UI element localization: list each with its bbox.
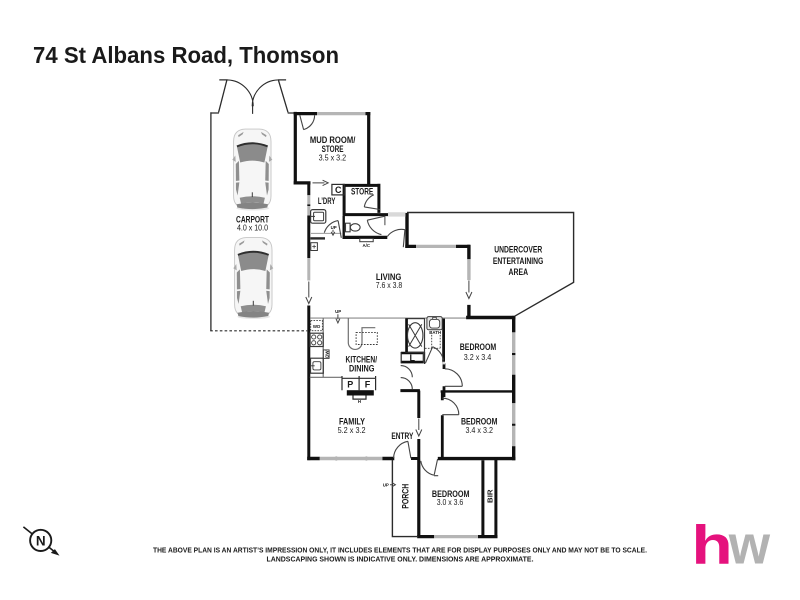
- svg-text:3.5 x 3.2: 3.5 x 3.2: [319, 154, 347, 163]
- svg-text:L’DRY: L’DRY: [318, 196, 336, 206]
- svg-text:4.0 x 10.0: 4.0 x 10.0: [237, 223, 268, 232]
- svg-text:LANDSCAPING SHOWN IS INDICATIV: LANDSCAPING SHOWN IS INDICATIVE ONLY. DI…: [267, 556, 534, 563]
- svg-text:3.4 x 3.2: 3.4 x 3.2: [465, 426, 493, 435]
- svg-text:KITCHEN/: KITCHEN/: [346, 354, 378, 364]
- svg-text:BIR: BIR: [486, 489, 495, 503]
- svg-text:7.6 x 3.8: 7.6 x 3.8: [376, 281, 403, 290]
- svg-text:ENTRY: ENTRY: [391, 431, 413, 441]
- svg-text:DINING: DINING: [349, 364, 375, 374]
- svg-text:UP: UP: [383, 483, 389, 488]
- svg-text:CARPORT: CARPORT: [236, 214, 269, 224]
- svg-text:LIVING: LIVING: [376, 272, 402, 282]
- svg-text:ENTERTAINING: ENTERTAINING: [493, 256, 544, 266]
- svg-text:N: N: [36, 533, 46, 548]
- svg-text:STORE: STORE: [322, 144, 344, 154]
- svg-text:h: h: [691, 515, 732, 576]
- svg-text:UP: UP: [331, 225, 337, 230]
- svg-text:STORE: STORE: [351, 186, 373, 196]
- svg-text:3.0 x 3.6: 3.0 x 3.6: [437, 498, 464, 507]
- svg-text:BEDROOM: BEDROOM: [461, 416, 498, 426]
- svg-text:5.2 x 3.2: 5.2 x 3.2: [338, 426, 367, 435]
- svg-text:UNDERCOVER: UNDERCOVER: [494, 245, 542, 255]
- svg-text:P: P: [347, 380, 353, 390]
- svg-text:DW: DW: [325, 350, 330, 358]
- svg-text:FAMILY: FAMILY: [339, 416, 365, 426]
- svg-text:H: H: [358, 399, 361, 404]
- svg-text:THE ABOVE PLAN IS AN ARTIST’S: THE ABOVE PLAN IS AN ARTIST’S IMPRESSION…: [153, 547, 647, 554]
- svg-text:BATH: BATH: [429, 330, 441, 335]
- svg-text:C: C: [335, 185, 342, 195]
- svg-text:AREA: AREA: [509, 267, 529, 277]
- svg-text:WD: WD: [313, 324, 320, 329]
- svg-text:L: L: [409, 353, 415, 363]
- svg-text:BEDROOM: BEDROOM: [460, 342, 497, 352]
- svg-text:F: F: [365, 380, 371, 390]
- svg-text:3.2 x 3.4: 3.2 x 3.4: [464, 353, 492, 362]
- svg-text:74 St Albans Road, Thomson: 74 St Albans Road, Thomson: [33, 42, 339, 68]
- svg-text:UP: UP: [335, 309, 341, 314]
- svg-text:PORCH: PORCH: [400, 484, 410, 509]
- svg-text:w: w: [728, 515, 771, 576]
- svg-text:A/C: A/C: [363, 243, 371, 248]
- svg-text:BEDROOM: BEDROOM: [432, 489, 470, 499]
- svg-text:MUD ROOM/: MUD ROOM/: [310, 135, 356, 145]
